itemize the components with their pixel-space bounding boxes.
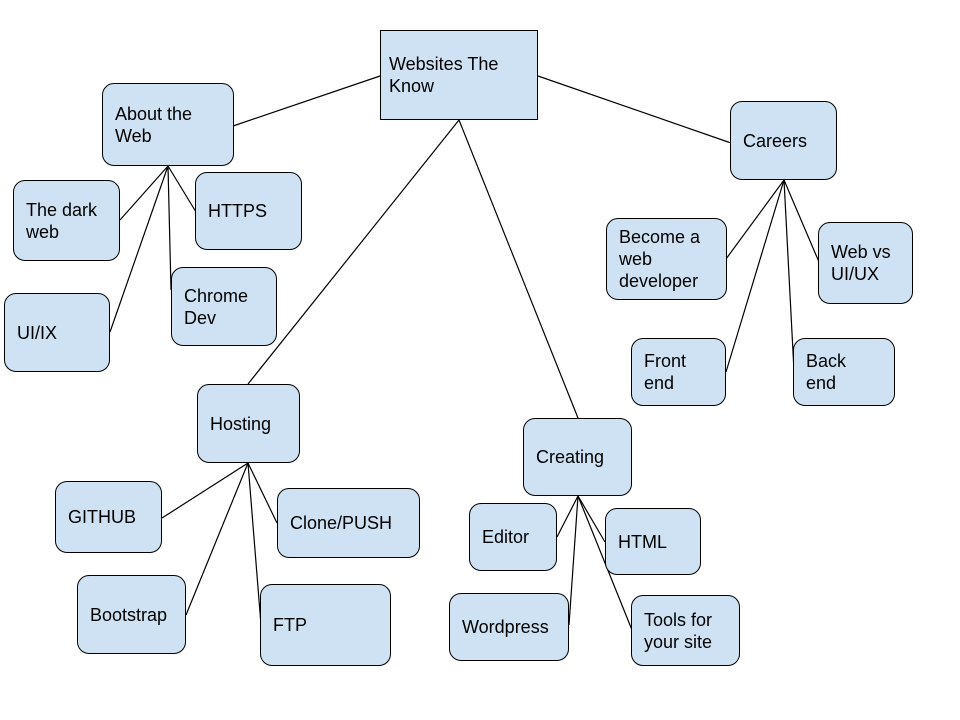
node-editor[interactable]: Editor [469,503,557,571]
edge-hosting-clone-push [247,462,278,524]
node-back-end-label: Back end [806,351,847,393]
node-https[interactable]: HTTPS [195,172,302,250]
node-tools-for-your-site-label: Tools for your site [644,609,713,652]
edge-root-careers [537,75,732,144]
node-web-vs-uiux[interactable]: Web vs UI/UX [818,222,913,304]
edge-creating-editor [556,495,579,538]
node-about-the-web[interactable]: About the Web [102,83,234,166]
node-tools-for-your-site[interactable]: Tools for your site [631,595,740,666]
node-clone-push[interactable]: Clone/PUSH [277,488,420,558]
node-careers-label: Careers [743,130,808,151]
edge-careers-front-end [725,179,785,373]
edge-about-https [167,165,197,213]
node-wordpress[interactable]: Wordpress [449,593,569,661]
node-hosting[interactable]: Hosting [197,384,300,463]
node-github-label: GITHUB [68,507,137,527]
node-hosting-label: Hosting [210,413,272,434]
node-back-end[interactable]: Back end [793,338,895,406]
edge-about-uiix [109,165,169,333]
node-become-web-developer[interactable]: Become a web developer [606,218,727,300]
node-bootstrap[interactable]: Bootstrap [77,575,186,654]
node-html-label: HTML [618,531,667,552]
edge-about-dark-web [119,165,169,221]
edge-root-creating [458,119,579,419]
edge-careers-back-end [783,179,795,372]
node-creating[interactable]: Creating [523,418,632,496]
node-front-end-label: Front end [644,351,687,393]
node-uiix[interactable]: UI/IX [4,293,110,372]
node-careers[interactable]: Careers [730,101,837,180]
edge-hosting-bootstrap [185,462,249,616]
node-html[interactable]: HTML [605,508,701,575]
edge-careers-become-dev [725,179,785,260]
edge-hosting-github [161,462,249,519]
edge-careers-web-vs-uiux [783,179,820,263]
node-dark-web-label: The dark web [26,199,98,242]
node-root-label: Websites The Know [389,54,499,96]
node-https-label: HTTPS [208,201,268,221]
node-uiix-label: UI/IX [17,322,58,343]
node-bootstrap-label: Bootstrap [90,604,168,625]
node-clone-push-label: Clone/PUSH [290,513,393,533]
node-ftp-label: FTP [273,615,307,635]
edge-about-chrome-dev [167,165,172,291]
node-dark-web[interactable]: The dark web [13,180,120,261]
edge-hosting-ftp [247,462,262,626]
node-ftp[interactable]: FTP [260,584,391,666]
node-chrome-dev[interactable]: Chrome Dev [171,267,277,346]
node-wordpress-label: Wordpress [462,617,549,637]
node-creating-label: Creating [536,447,605,467]
node-root[interactable]: Websites The Know [380,30,538,120]
node-github[interactable]: GITHUB [55,481,162,553]
node-front-end[interactable]: Front end [631,338,726,406]
node-become-web-developer-label: Become a web developer [619,227,701,291]
node-editor-label: Editor [482,527,530,547]
edge-root-about-web [232,75,381,127]
edge-creating-html [577,495,606,543]
node-web-vs-uiux-label: Web vs UI/UX [831,242,891,284]
node-about-the-web-label: About the Web [115,103,193,146]
edge-creating-wordpress [568,495,579,626]
edge-root-hosting [247,119,460,385]
node-chrome-dev-label: Chrome Dev [184,285,249,328]
